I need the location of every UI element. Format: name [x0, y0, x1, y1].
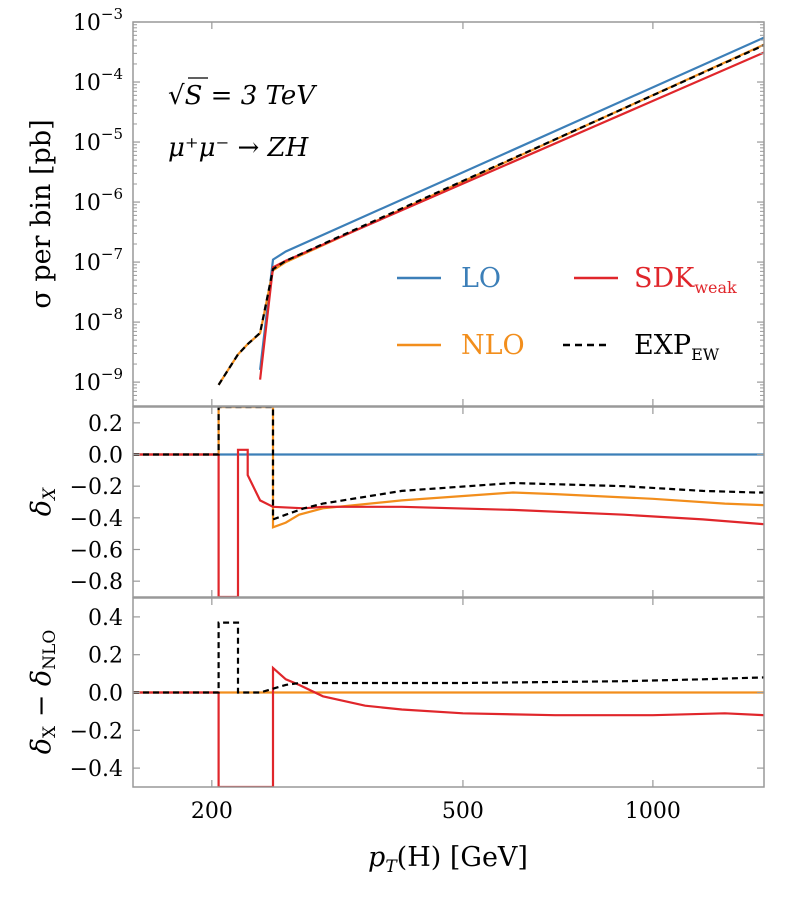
- y-tick-label-delta: 0.0: [88, 444, 123, 469]
- annotation-energy: √S = 3 TeV: [168, 81, 317, 111]
- series-delta-exp: [133, 407, 764, 521]
- series-sigma-lo: [259, 36, 764, 371]
- panel-delta-difference: 0.4 0.2 0.0 −0.2 −0.4: [70, 597, 765, 788]
- panel-delta: 0.2 0.0 −0.2 −0.4 −0.6 −0.8: [70, 406, 765, 598]
- y-tick-label-sigma: 10−5: [73, 125, 123, 156]
- panel-delta-frame: [132, 406, 765, 598]
- y-tick-label-diff: −0.4: [70, 757, 123, 782]
- legend-entry-exp-ew: EXPEW: [563, 330, 720, 364]
- annotation-process: μ⁺μ⁻ → ZH: [168, 133, 310, 163]
- y-tick-label-delta: −0.2: [70, 475, 123, 500]
- x-tick-label: 200: [191, 799, 233, 824]
- legend-entry-sdk-weak: SDKweak: [574, 263, 737, 297]
- y-tick-label-diff: −0.2: [70, 719, 123, 744]
- y-tick-label-delta: −0.6: [70, 539, 123, 564]
- series-sigma-exp: [217, 44, 764, 386]
- panel-cross-section: 10−9 10−8 10−7 10−6 10−5 10−4 10−3: [73, 5, 765, 407]
- y-axis-label-delta-diff: δX − δNLO: [26, 630, 60, 755]
- legend-label-nlo: NLO: [461, 330, 525, 361]
- series-delta-nlo: [133, 407, 764, 529]
- y-tick-label-delta: 0.2: [88, 412, 123, 437]
- x-tick-label: 1000: [625, 799, 681, 824]
- legend-entry-nlo: NLO: [397, 330, 525, 361]
- annotation-sqrt-sign: √: [168, 81, 185, 111]
- y-tick-label-sigma: 10−9: [73, 365, 123, 396]
- legend: LO SDKweak NLO EXPEW: [397, 263, 737, 364]
- legend-label-sdk-weak-sub: weak: [694, 278, 737, 297]
- x-tick-label: 500: [442, 799, 484, 824]
- y-axis-label-delta: δX: [26, 487, 60, 516]
- y-tick-label-sigma: 10−4: [73, 65, 123, 96]
- series-delta-sdk: [133, 448, 764, 597]
- y-tick-label-delta: −0.4: [70, 507, 123, 532]
- y-tick-label-diff: 0.4: [88, 606, 123, 631]
- y-tick-label-delta: −0.8: [70, 570, 123, 595]
- legend-entry-lo: LO: [397, 263, 501, 294]
- y-axis-label-sigma: σ per bin [pb]: [26, 119, 57, 308]
- series-diff-exp: [133, 621, 764, 694]
- y-tick-label-diff: 0.0: [88, 682, 123, 707]
- y-tick-label-sigma: 10−3: [73, 5, 123, 36]
- y-tick-label-sigma: 10−7: [73, 245, 123, 276]
- y-tick-label-sigma: 10−8: [73, 305, 123, 336]
- y-tick-label-sigma: 10−6: [73, 185, 123, 216]
- y-tick-label-diff: 0.2: [88, 644, 123, 669]
- legend-label-exp-ew: EXPEW: [634, 330, 720, 364]
- legend-label-exp-ew-sub: EW: [691, 345, 720, 364]
- panel-cross-section-frame: [132, 21, 765, 407]
- legend-label-lo: LO: [461, 263, 501, 294]
- x-axis-label: pT(H) [GeV]: [368, 842, 528, 877]
- series-diff-sdk: [133, 665, 764, 787]
- legend-label-sdk-weak: SDKweak: [634, 263, 737, 297]
- annotation-energy-value: S = 3 TeV: [185, 81, 318, 111]
